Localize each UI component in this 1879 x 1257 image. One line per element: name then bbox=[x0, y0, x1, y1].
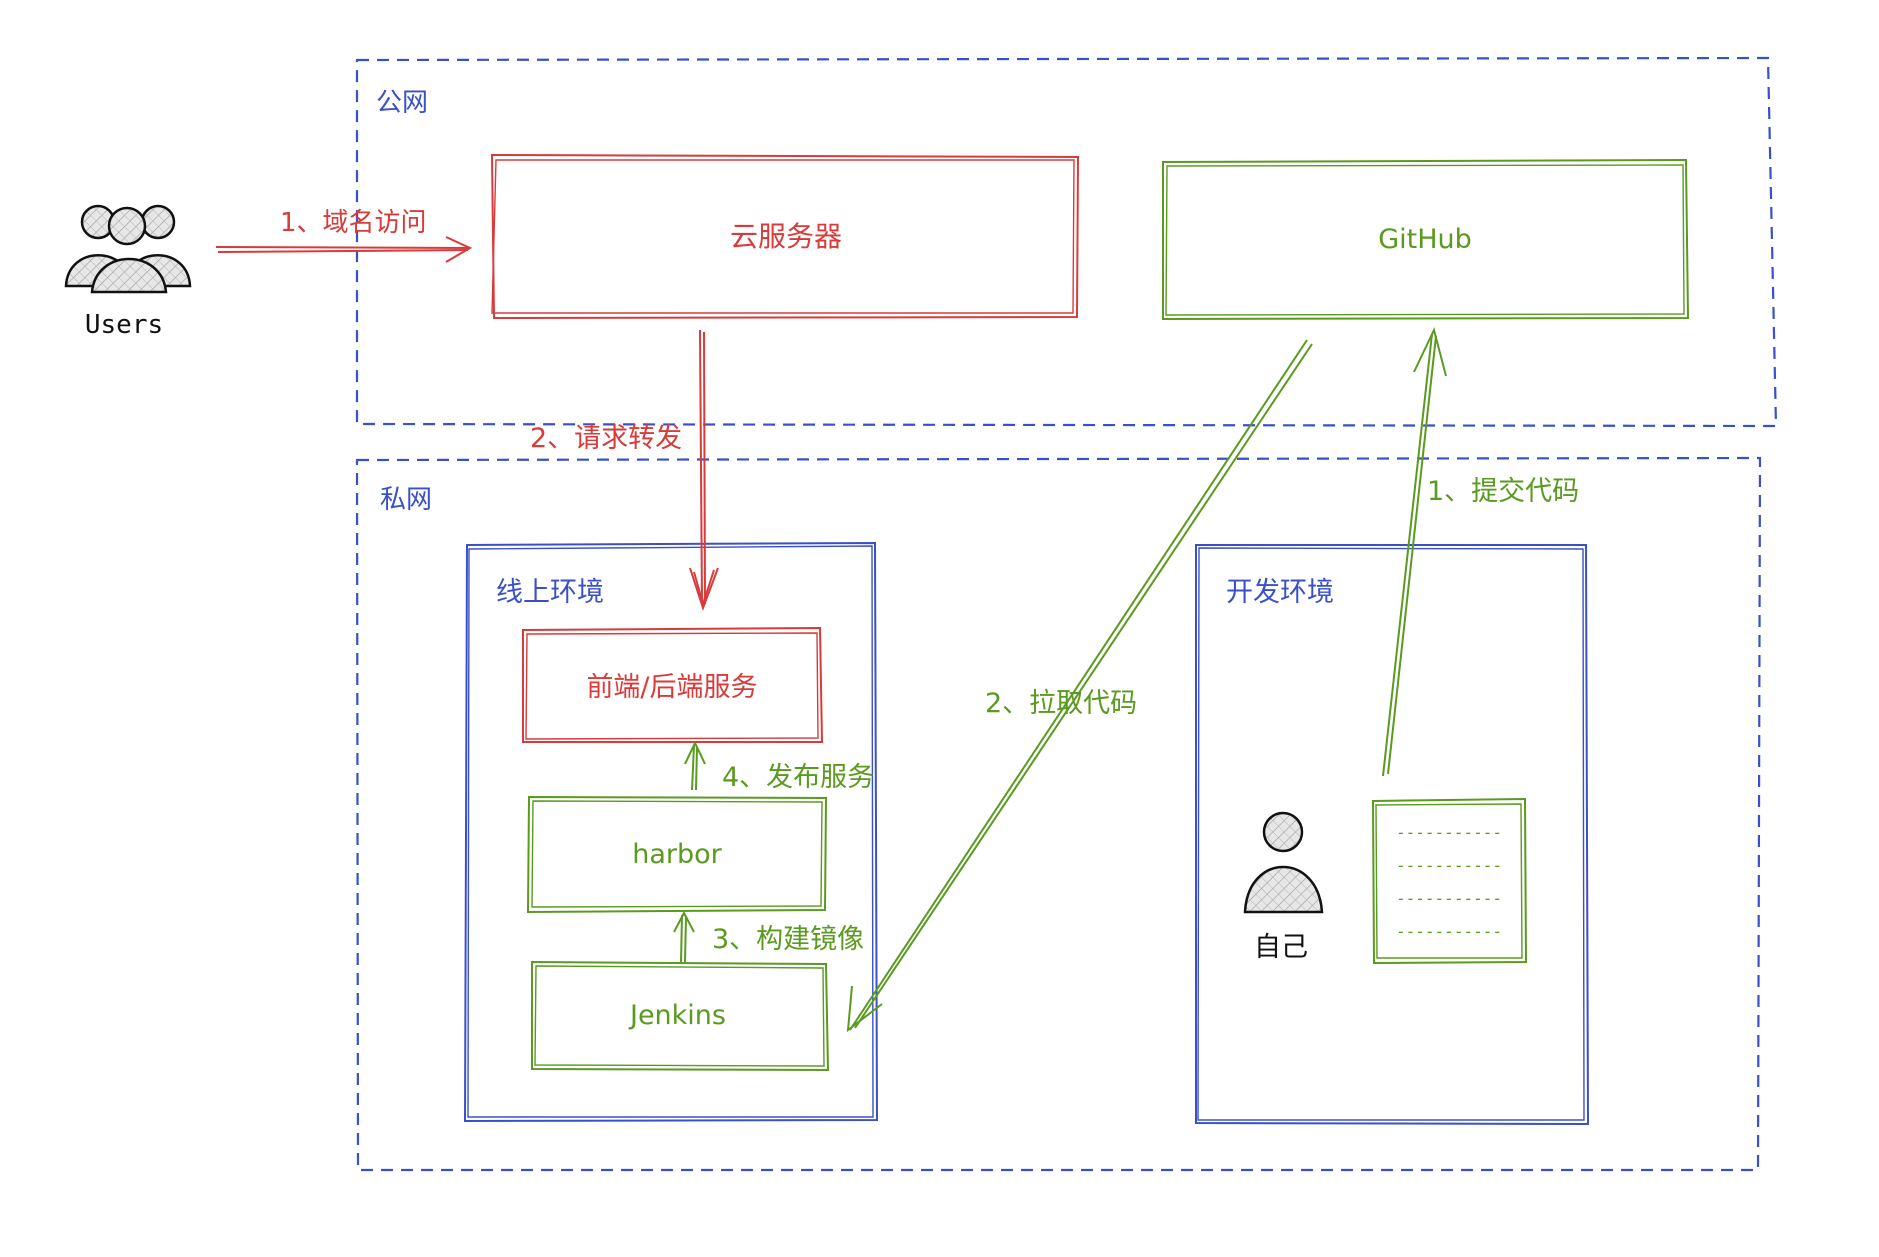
jenkins-label: Jenkins bbox=[628, 1000, 726, 1031]
publish-service-label: 4、发布服务 bbox=[722, 762, 874, 793]
users-icon bbox=[64, 204, 192, 294]
cloud-server-node: 云服务器 bbox=[490, 153, 1080, 320]
commit-code-label: 1、提交代码 bbox=[1427, 476, 1579, 507]
dev-environment-label: 开发环境 bbox=[1226, 577, 1334, 608]
dev-environment: 开发环境 bbox=[1195, 544, 1590, 1126]
users-label: Users bbox=[85, 310, 163, 340]
arrow-commit-code bbox=[1382, 327, 1447, 777]
arrow-build-image bbox=[673, 910, 695, 963]
services-label: 前端/后端服务 bbox=[586, 672, 757, 703]
public-zone: 公网 bbox=[355, 56, 1778, 428]
cloud-server-label: 云服务器 bbox=[730, 220, 842, 253]
github-node: GitHub bbox=[1162, 158, 1690, 321]
services-node: 前端/后端服务 bbox=[522, 626, 824, 743]
arrow-pull-code bbox=[846, 339, 1313, 1033]
online-environment-label: 线上环境 bbox=[496, 577, 604, 608]
code-document-icon: ----------- ----------- ----------- ----… bbox=[1371, 797, 1528, 965]
self-label: 自己 bbox=[1254, 932, 1308, 963]
pull-code-label: 2、拉取代码 bbox=[985, 688, 1137, 719]
document-line: ----------- bbox=[1396, 823, 1502, 842]
harbor-node: harbor bbox=[526, 795, 828, 914]
github-label: GitHub bbox=[1378, 224, 1472, 255]
self-person-icon bbox=[1243, 811, 1324, 914]
domain-access-label: 1、域名访问 bbox=[280, 208, 427, 238]
harbor-label: harbor bbox=[632, 839, 722, 870]
private-zone-label: 私网 bbox=[380, 485, 432, 515]
document-line: ----------- bbox=[1396, 889, 1502, 908]
document-line: ----------- bbox=[1396, 856, 1502, 875]
build-image-label: 3、构建镜像 bbox=[712, 924, 864, 955]
forward-request-label: 2、请求转发 bbox=[530, 423, 682, 454]
public-zone-label: 公网 bbox=[376, 88, 428, 118]
document-line: ----------- bbox=[1396, 922, 1502, 941]
online-environment: 线上环境 bbox=[463, 541, 879, 1123]
arrow-forward-request bbox=[689, 329, 719, 612]
private-zone: 私网 bbox=[355, 456, 1762, 1172]
jenkins-node: Jenkins bbox=[531, 960, 830, 1072]
arrow-publish-service bbox=[684, 740, 706, 791]
arrow-domain-access bbox=[215, 236, 473, 263]
